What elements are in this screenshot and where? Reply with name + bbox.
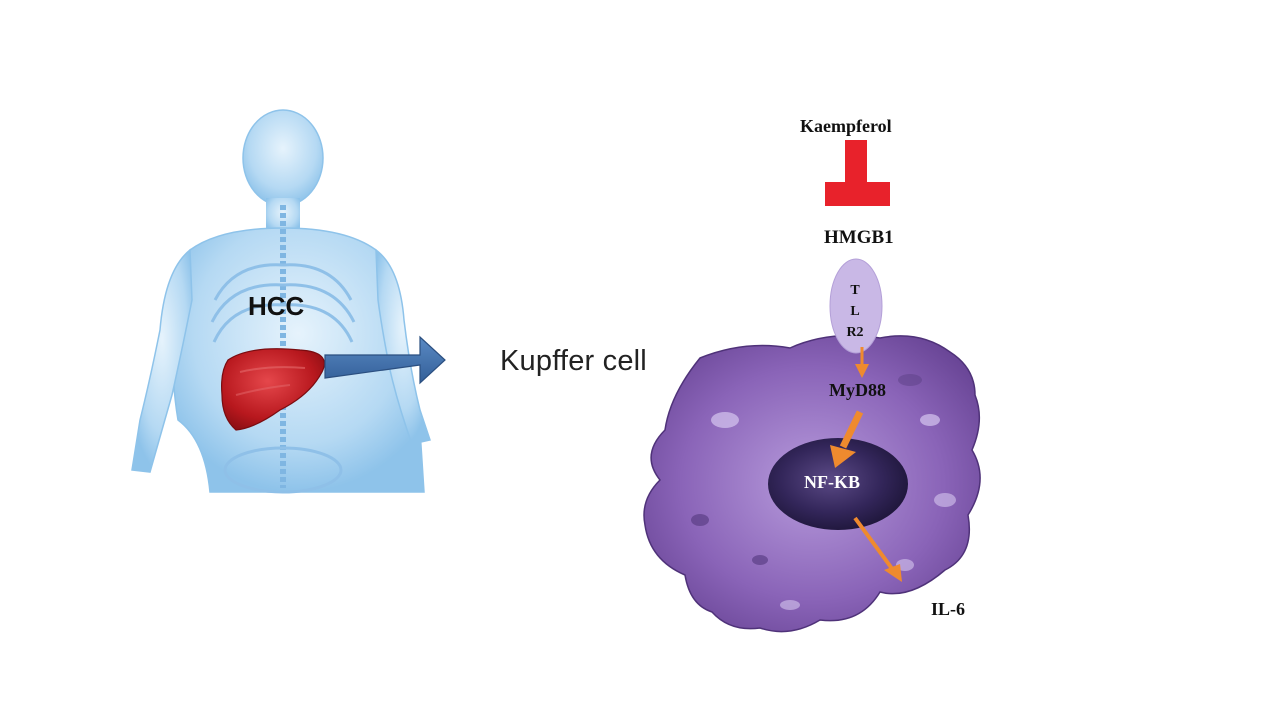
- liver: [221, 348, 325, 431]
- signal-arrow-myd88-nfkb: [830, 410, 864, 468]
- nfkb-label: NF-KB: [804, 472, 860, 492]
- signal-arrow-tlr2-myd88: [855, 347, 869, 378]
- hcc-label: HCC: [248, 291, 305, 321]
- tlr2-letter: L: [850, 304, 860, 319]
- nucleus: [768, 438, 908, 530]
- tlr2-letter: R2: [846, 325, 864, 340]
- kupffer-cell-label: Kupffer cell: [500, 345, 647, 377]
- signal-arrow-nfkb-il6: [853, 516, 902, 582]
- il6-label: IL-6: [931, 599, 966, 619]
- inhibition-bar: [825, 140, 890, 206]
- tlr2-receptor: [829, 258, 883, 354]
- myd88-label: MyD88: [829, 380, 886, 400]
- kaempferol-label: Kaempferol: [800, 116, 892, 136]
- tlr2-letter: T: [850, 283, 860, 298]
- block-arrow: [324, 335, 446, 385]
- hmgb1-label: HMGB1: [824, 227, 894, 248]
